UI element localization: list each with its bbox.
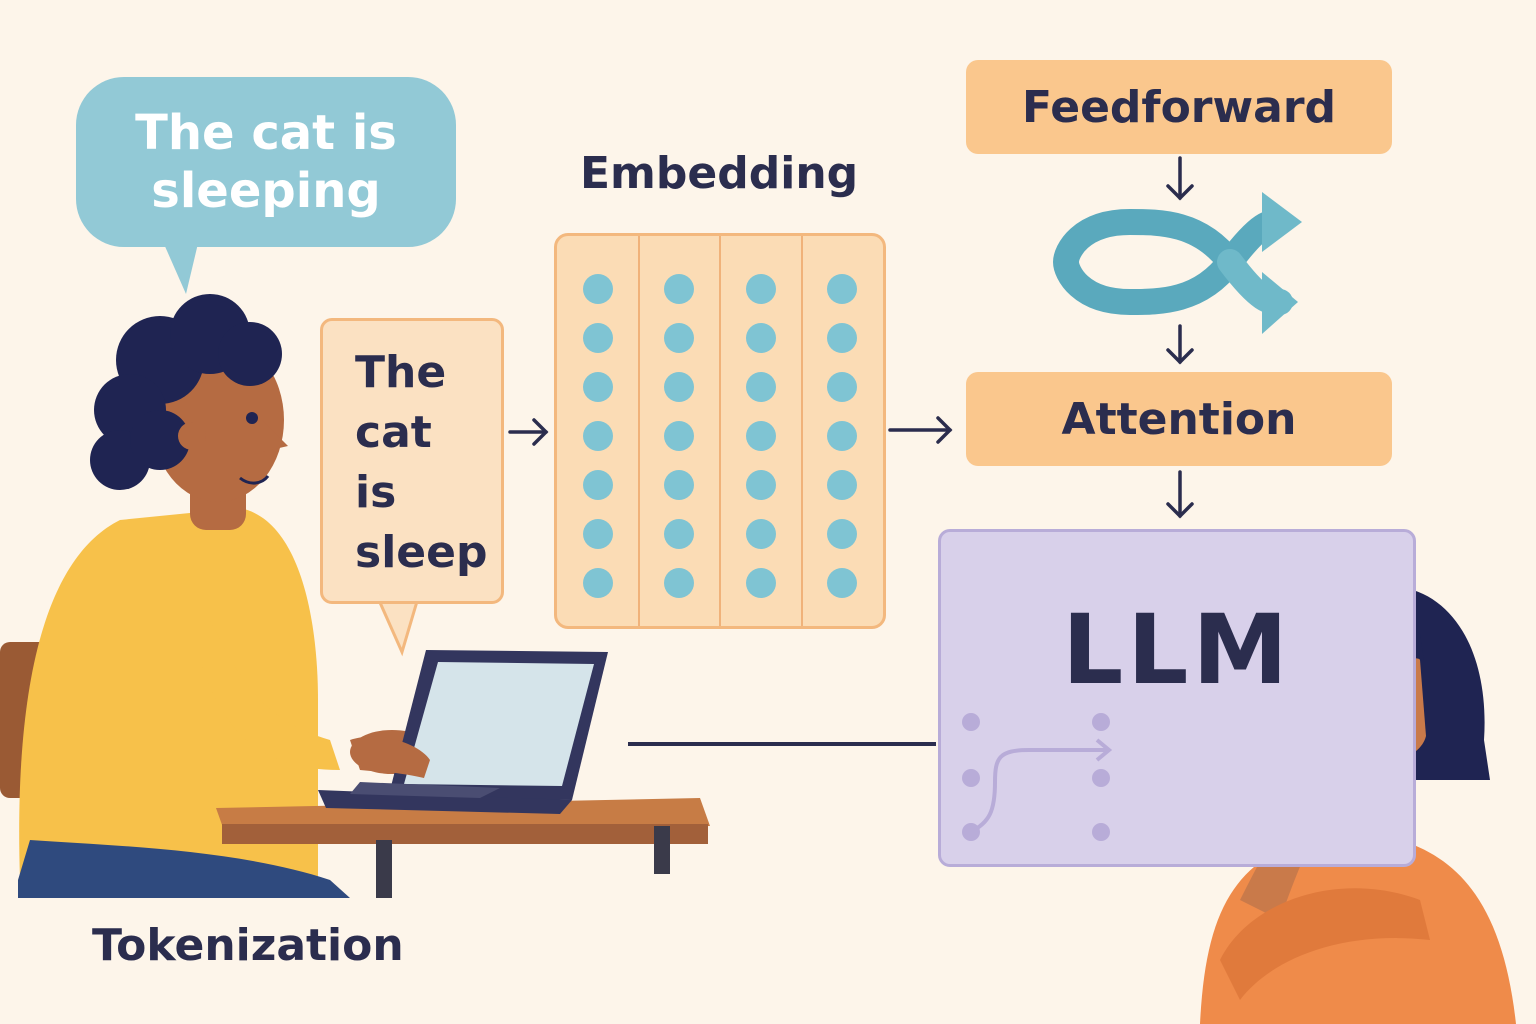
embedding-dot xyxy=(664,323,695,353)
embedding-dot xyxy=(827,470,858,500)
embedding-dot xyxy=(827,372,858,402)
speech-bubble-tail xyxy=(160,235,200,294)
embedding-dot xyxy=(745,323,776,353)
connector-dots-icon xyxy=(962,713,1113,841)
attention-label: Attention xyxy=(1061,393,1297,445)
embedding-dot xyxy=(745,372,776,402)
embedding-dot xyxy=(827,568,858,598)
embedding-dot xyxy=(664,470,695,500)
infinity-split-icon xyxy=(1052,192,1302,334)
embedding-dot xyxy=(827,421,858,451)
feedforward-box: Feedforward xyxy=(966,60,1392,154)
embedding-dot xyxy=(582,421,613,451)
embedding-dot xyxy=(582,323,613,353)
embedding-dot xyxy=(745,421,776,451)
arrow-feedforward-down xyxy=(1166,156,1194,201)
speech-bubble: The cat is sleeping xyxy=(76,77,456,247)
arrow-embedding-to-attention xyxy=(888,416,953,444)
speech-bubble-text: The cat is sleeping xyxy=(135,105,397,219)
embedding-dot xyxy=(664,372,695,402)
embedding-column-divider xyxy=(800,236,803,626)
man-hand xyxy=(350,736,430,778)
token-item: sleep xyxy=(355,527,488,578)
arrow-to-attention xyxy=(1166,324,1194,365)
token-list: The cat is sleep xyxy=(320,318,504,604)
embedding-dot xyxy=(745,274,776,304)
token-item: cat xyxy=(355,407,432,458)
arrow-attention-to-llm xyxy=(1166,470,1194,519)
embedding-column-divider xyxy=(637,236,640,626)
embedding-dot xyxy=(664,568,695,598)
embedding-column-divider xyxy=(719,236,721,626)
embedding-dot xyxy=(827,323,858,353)
embedding-dot xyxy=(745,519,776,549)
embedding-dot xyxy=(745,568,776,598)
embedding-dot xyxy=(827,274,858,304)
token-item: is xyxy=(355,467,397,518)
feedforward-label: Feedforward xyxy=(1021,81,1337,133)
embedding-matrix xyxy=(554,233,886,629)
tokenization-label: Tokenization xyxy=(92,920,404,971)
embedding-title: Embedding xyxy=(580,148,859,199)
llm-label: LLM xyxy=(1062,594,1292,706)
embedding-dot xyxy=(745,470,776,500)
embedding-dot xyxy=(827,519,858,549)
token-box-tail xyxy=(375,596,421,657)
llm-panel: LLM xyxy=(938,529,1416,867)
embedding-dot xyxy=(582,519,613,549)
embedding-dot xyxy=(664,274,695,304)
embedding-dot xyxy=(582,470,613,500)
embedding-dot xyxy=(582,274,613,304)
embedding-dot xyxy=(582,568,613,598)
embedding-dot xyxy=(664,421,695,451)
attention-box: Attention xyxy=(966,372,1392,466)
embedding-dot xyxy=(582,372,613,402)
laptop-icon xyxy=(318,650,608,814)
embedding-dot xyxy=(664,519,695,549)
token-item: The xyxy=(355,347,447,398)
arrow-tokens-to-embedding xyxy=(508,418,549,446)
